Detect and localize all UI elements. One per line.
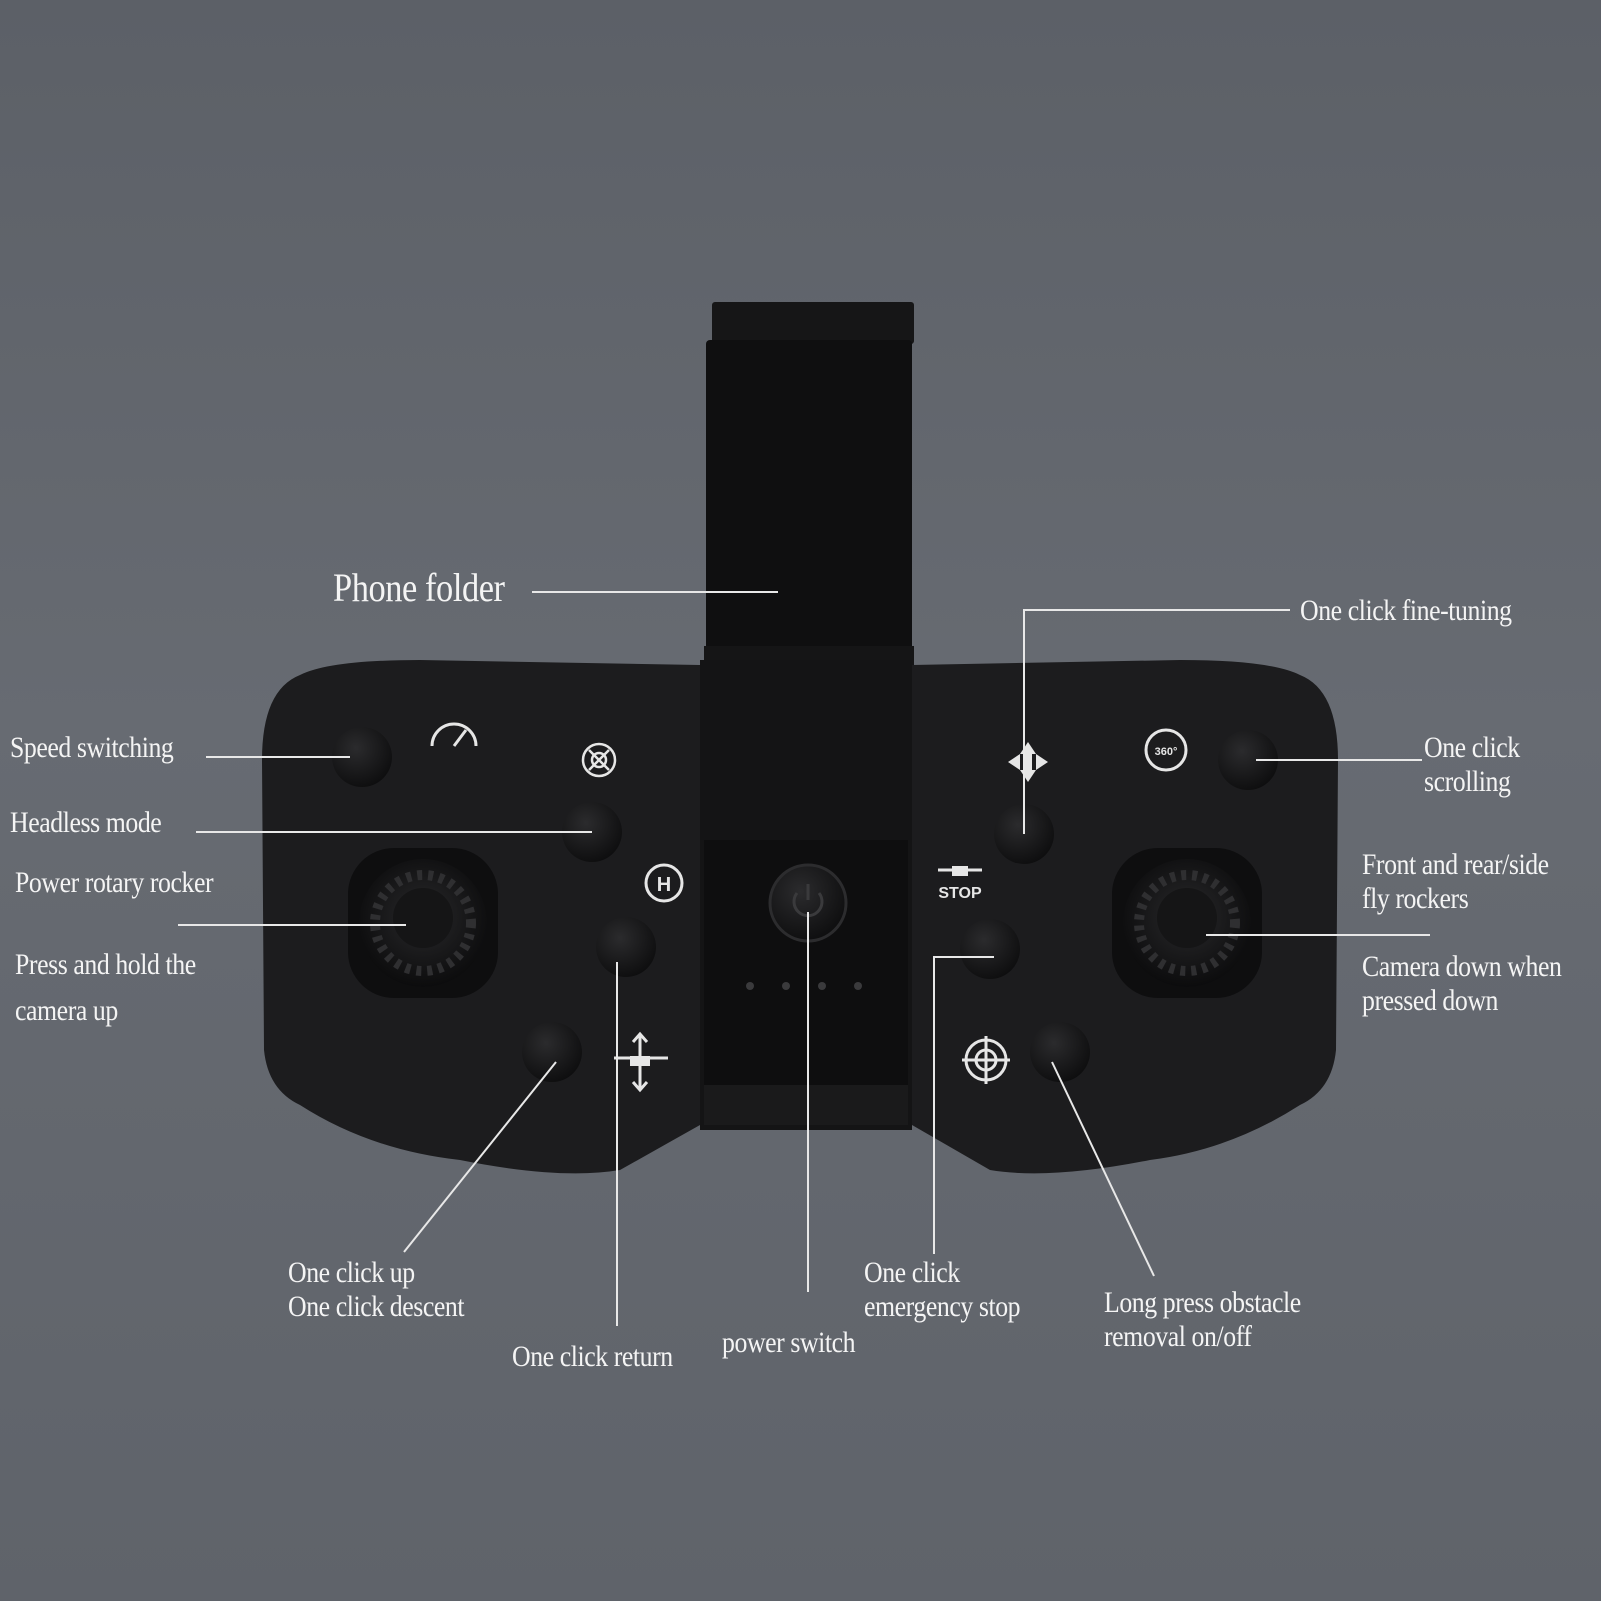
label-front-rear-line2: fly rockers: [1362, 882, 1469, 915]
label-emergency-line2: emergency stop: [864, 1290, 1021, 1323]
label-speed-switching: Speed switching: [10, 731, 174, 764]
label-one-click-up-descent: One click up One click descent: [288, 1256, 465, 1324]
drone-stop-icon: STOP: [938, 866, 982, 902]
label-one-click-scrolling: One click scrolling: [1424, 731, 1520, 799]
speed-switch-button[interactable]: [332, 727, 392, 787]
return-home-button[interactable]: [596, 917, 656, 977]
label-one-click-scrolling-line1: One click: [1424, 731, 1520, 764]
label-obstacle-line1: Long press obstacle: [1104, 1286, 1301, 1319]
obstacle-button[interactable]: [1030, 1022, 1090, 1082]
label-up-line: One click up: [288, 1256, 415, 1289]
leader-fine-tuning: [1023, 609, 1290, 834]
label-one-click-return: One click return: [512, 1340, 673, 1373]
label-camera-down-line1: Camera down when: [1362, 950, 1562, 983]
label-emergency-line1: One click: [864, 1256, 960, 1289]
left-joystick[interactable]: [348, 848, 498, 998]
label-headless-mode: Headless mode: [10, 806, 162, 839]
leader-up-descent: [403, 1061, 557, 1253]
emergency-stop-button[interactable]: [960, 919, 1020, 979]
label-press-hold-camera-up: Press and hold the camera up: [15, 942, 196, 1034]
svg-text:H: H: [657, 874, 671, 896]
label-obstacle-line2: removal on/off: [1104, 1320, 1252, 1353]
label-front-rear-side-rockers: Front and rear/side fly rockers: [1362, 848, 1549, 916]
label-front-rear-line1: Front and rear/side: [1362, 848, 1549, 881]
label-emergency-stop: One click emergency stop: [864, 1256, 1021, 1324]
return-home-h-icon: H: [644, 863, 684, 903]
headless-compass-icon: [581, 742, 617, 778]
leader-lines: [178, 591, 1430, 1326]
label-press-hold-line2: camera up: [15, 994, 118, 1027]
drone-up-down-icon: [614, 1031, 668, 1093]
label-camera-down-line2: pressed down: [1362, 984, 1499, 1017]
label-descent-line: One click descent: [288, 1290, 465, 1323]
flip-button[interactable]: [1218, 730, 1278, 790]
label-one-click-fine-tuning: One click fine-tuning: [1300, 594, 1512, 627]
leader-emergency-stop: [933, 956, 994, 1254]
label-phone-folder: Phone folder: [333, 565, 505, 610]
leader-obstacle: [1051, 1061, 1155, 1277]
label-press-hold-line1: Press and hold the: [15, 948, 196, 981]
stop-text: STOP: [938, 885, 982, 902]
label-one-click-scrolling-line2: scrolling: [1424, 765, 1511, 798]
label-obstacle-removal: Long press obstacle removal on/off: [1104, 1286, 1301, 1354]
speedometer-icon: [430, 722, 478, 747]
up-down-button[interactable]: [522, 1022, 582, 1082]
label-power-rotary-rocker: Power rotary rocker: [15, 866, 214, 899]
target-icon: [962, 1036, 1010, 1084]
label-camera-down: Camera down when pressed down: [1362, 950, 1562, 1018]
flip-360-text: 360°: [1155, 746, 1178, 758]
label-power-switch: power switch: [722, 1326, 856, 1359]
right-joystick[interactable]: [1112, 848, 1262, 998]
flip-360-icon: 360°: [1144, 728, 1188, 772]
